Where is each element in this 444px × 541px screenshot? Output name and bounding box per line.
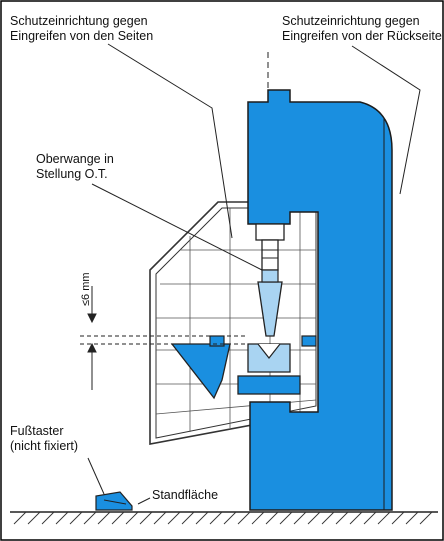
foot-switch-label: Fußtaster (nicht fixiert): [10, 424, 79, 453]
side-guard-enclosure: [149, 201, 323, 445]
foot-switch: [95, 491, 133, 511]
floor-label: Standfläche: [152, 488, 219, 502]
upper-beam-label: Oberwange in Stellung O.T.: [36, 152, 114, 181]
dimension-label: ≤6 mm: [80, 272, 92, 306]
rear-guard-label: Schutzeinrichtung gegen Eingreifen von d…: [282, 14, 442, 43]
machine-frame: [247, 89, 393, 511]
side-guard-label: Schutzeinrichtung gegen Eingreifen von d…: [10, 14, 154, 43]
floor-surface: [10, 511, 438, 525]
upper-beam-tool: [255, 223, 285, 337]
floor-leader: [137, 497, 151, 505]
lower-die: [237, 335, 317, 395]
leader-lines: [87, 43, 421, 495]
dimension-marker: [80, 286, 246, 390]
